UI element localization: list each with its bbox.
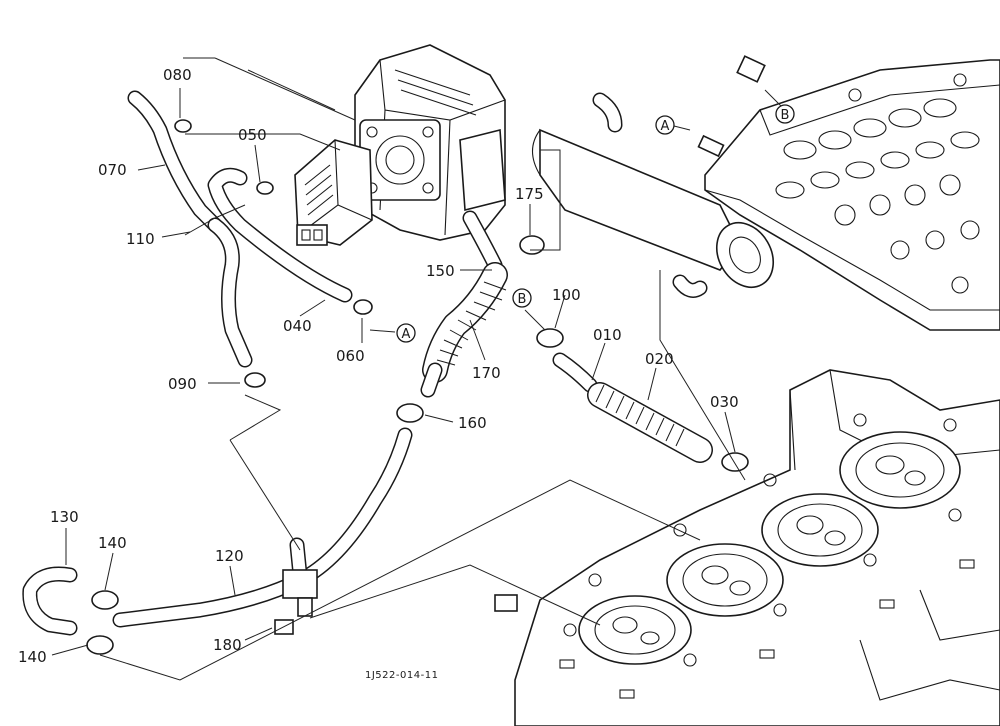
- cylinder-head-ports: [775, 73, 980, 294]
- callout-070: 070: [98, 161, 127, 179]
- callout-030: 030: [710, 393, 739, 411]
- reference-a-lower: A: [396, 323, 416, 343]
- reference-b-upper: B: [775, 104, 795, 124]
- callout-110: 110: [126, 230, 155, 248]
- callout-160: 160: [458, 414, 487, 432]
- hose-010-020: [552, 352, 713, 463]
- svg-text:B: B: [781, 108, 790, 123]
- hose-070: [127, 90, 223, 233]
- callout-080: 080: [163, 66, 192, 84]
- svg-text:A: A: [402, 327, 411, 342]
- gasket-bores: [578, 431, 961, 665]
- callout-150: 150: [426, 262, 455, 280]
- callout-040: 040: [283, 317, 312, 335]
- callout-140-upper: 140: [98, 534, 127, 552]
- hose-040: [207, 167, 353, 303]
- clamp-wire-110: [184, 204, 246, 236]
- callout-130: 130: [50, 508, 79, 526]
- egr-cooler: [354, 44, 506, 241]
- callout-010: 010: [593, 326, 622, 344]
- cylinder-head: [704, 59, 1000, 331]
- callout-140-lower: 140: [18, 648, 47, 666]
- callout-175: 175: [515, 185, 544, 203]
- muffler: [531, 92, 775, 298]
- reference-a-upper: A: [655, 115, 675, 135]
- hose-130: [22, 566, 78, 636]
- reference-markers: A A B B: [396, 104, 795, 343]
- callout-100: 100: [552, 286, 581, 304]
- svg-text:A: A: [661, 119, 670, 134]
- callout-090: 090: [168, 375, 197, 393]
- gasket-holes: [559, 413, 975, 699]
- callout-180: 180: [213, 636, 242, 654]
- callout-170: 170: [472, 364, 501, 382]
- pipe-120: [112, 427, 413, 628]
- egr-valve-actuator: [294, 139, 373, 246]
- svg-text:B: B: [518, 292, 527, 307]
- hose-150-170: [420, 210, 508, 398]
- reference-b-lower: B: [512, 288, 532, 308]
- callout-060: 060: [336, 347, 365, 365]
- callout-120: 120: [215, 547, 244, 565]
- clamps: [86, 55, 766, 655]
- hose-090-branch: [207, 217, 253, 368]
- cylinder-block: [514, 369, 1000, 726]
- callout-020: 020: [645, 350, 674, 368]
- diagram-code: 1J522-014-11: [365, 670, 438, 681]
- callout-050: 050: [238, 126, 267, 144]
- callout-labels: 080 050 070 110 040 060 090 175 150 100 …: [18, 66, 739, 666]
- leader-lines: [51, 57, 786, 681]
